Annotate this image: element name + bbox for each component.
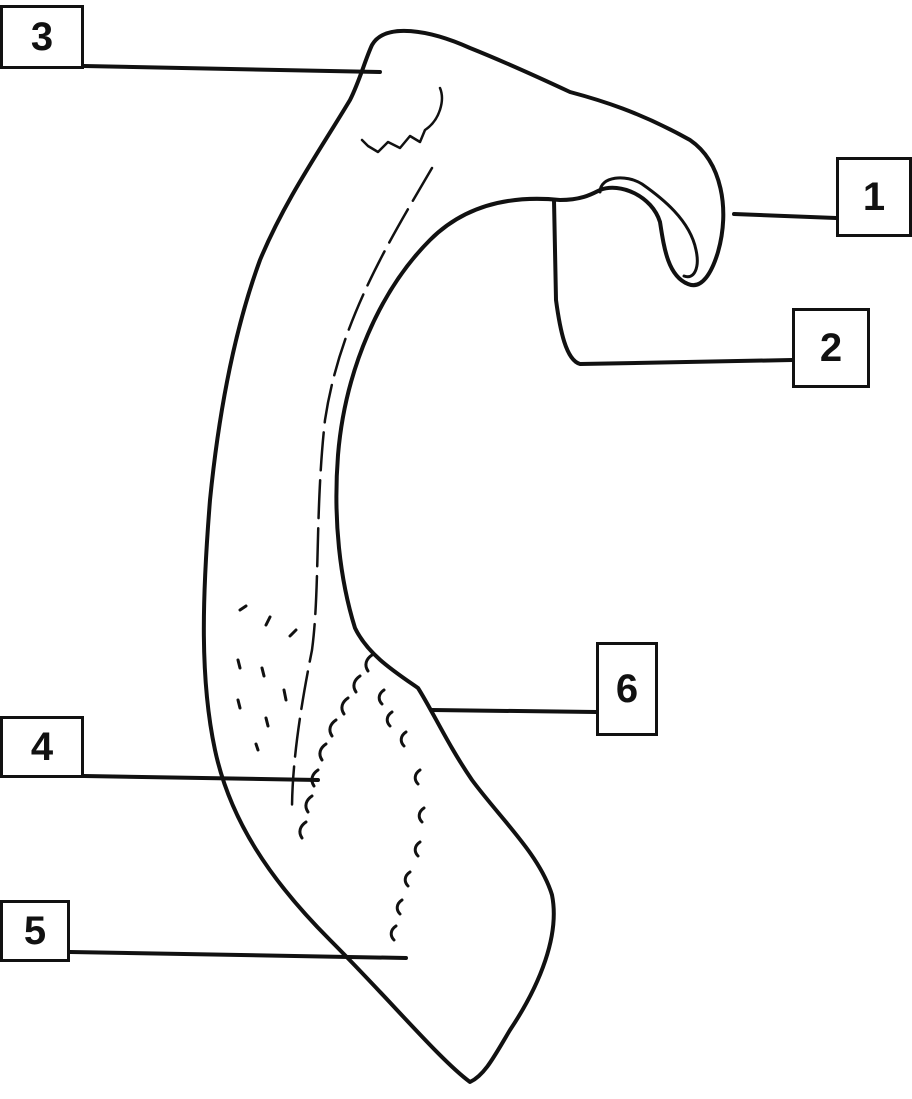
leader-line-4: [84, 776, 318, 780]
bone-outline: [204, 31, 723, 1082]
leader-line-3: [84, 66, 380, 72]
head-surface-line: [362, 88, 442, 152]
label-3: 3: [0, 5, 84, 69]
label-4: 4: [0, 716, 84, 778]
leader-line-2: [554, 200, 792, 364]
leader-line-5: [70, 952, 406, 958]
label-5: 5: [0, 900, 70, 962]
leader-line-1: [734, 214, 836, 218]
leader-line-6: [432, 710, 596, 712]
hook-inner-outline: [600, 178, 697, 277]
label-2: 2: [792, 308, 870, 388]
label-6: 6: [596, 642, 658, 736]
label-1: 1: [836, 157, 912, 237]
attachment-markings: [238, 606, 424, 940]
